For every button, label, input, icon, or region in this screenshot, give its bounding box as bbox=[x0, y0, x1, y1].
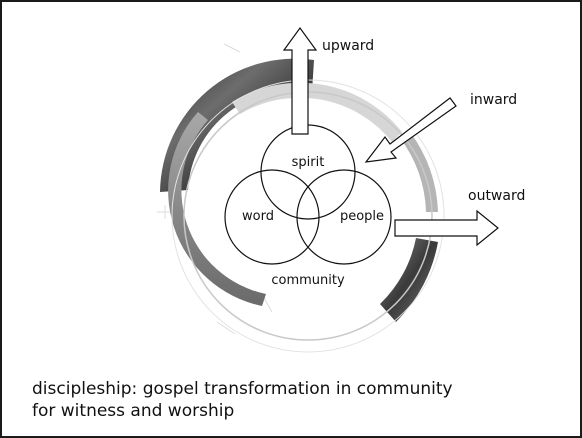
inward-label: inward bbox=[470, 92, 517, 108]
spirit-circle bbox=[260, 124, 356, 220]
inner-gray-ring bbox=[168, 112, 266, 306]
word-circle bbox=[224, 169, 320, 265]
photo-arc-upper-left bbox=[160, 58, 314, 193]
discipleship-diagram: spirit word people community upward inwa… bbox=[157, 26, 525, 353]
spirit-label: spirit bbox=[292, 155, 325, 170]
upward-label: upward bbox=[322, 38, 374, 54]
caption-line-2: for witness and worship bbox=[32, 401, 235, 421]
caption-line-1: discipleship: gospel transformation in c… bbox=[32, 379, 453, 399]
upward-arrow bbox=[282, 26, 318, 135]
photo-arc-right bbox=[400, 132, 438, 212]
people-circle bbox=[296, 169, 392, 265]
photo-arc-lower-right bbox=[380, 238, 438, 322]
inward-arrow bbox=[364, 97, 457, 163]
people-label: people bbox=[340, 209, 384, 224]
word-label: word bbox=[242, 209, 274, 224]
outward-arrow bbox=[394, 209, 499, 247]
outward-label: outward bbox=[468, 188, 525, 204]
community-label: community bbox=[271, 273, 345, 288]
slide-caption: discipleship: gospel transformation in c… bbox=[32, 378, 552, 422]
inner-faded-ring bbox=[232, 82, 402, 142]
